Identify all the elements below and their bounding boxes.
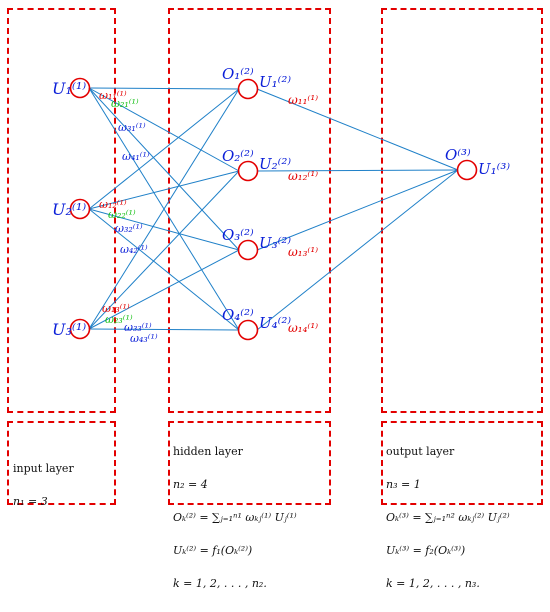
- hidden-node-2: [237, 160, 259, 182]
- output-layer-caption: output layer n₃ = 1 Oₖ⁽³⁾ = ∑ⱼ₌₁ⁿ² ωₖⱼ⁽²…: [386, 424, 510, 611]
- weight-in-hidden-12: ω₄₃⁽¹⁾: [130, 332, 158, 345]
- hidden-node-1: [237, 78, 259, 100]
- weight-in-hidden-1: ω₁₁⁽¹⁾: [99, 89, 127, 102]
- output-layer-title: output layer: [386, 445, 455, 458]
- input-node-label-1: U₁⁽¹⁾: [52, 79, 86, 98]
- input-node-1: [69, 77, 91, 99]
- weight-in-hidden-5: ω₁₂⁽¹⁾: [99, 198, 127, 211]
- edge-in2-h1: [88, 88, 240, 210]
- weight-hidden-out-3: ω₁₃⁽¹⁾: [288, 245, 318, 259]
- output-node: [456, 159, 478, 181]
- weight-in-hidden-3: ω₃₁⁽¹⁾: [118, 121, 146, 134]
- weight-hidden-out-4: ω₁₄⁽¹⁾: [288, 321, 318, 335]
- hidden-node-u-label-3: U₃⁽²⁾: [259, 234, 291, 252]
- weight-hidden-out-1: ω₁₁⁽¹⁾: [288, 93, 318, 107]
- weight-hidden-out-2: ω₁₂⁽¹⁾: [288, 169, 318, 183]
- hidden-layer-formula-activation: Uₖ⁽²⁾ = f₁(Oₖ⁽²⁾): [173, 544, 253, 557]
- edge-in3-h3: [88, 249, 240, 330]
- output-layer-formula-sum: Oₖ⁽³⁾ = ∑ⱼ₌₁ⁿ² ωₖⱼ⁽²⁾ Uⱼ⁽²⁾: [386, 511, 510, 524]
- weight-in-hidden-11: ω₃₃⁽¹⁾: [124, 321, 152, 334]
- edge-h3-out: [256, 169, 459, 251]
- edge-h4-out: [256, 169, 459, 331]
- hidden-layer-caption: hidden layer n₂ = 4 Oₖ⁽²⁾ = ∑ⱼ₌₁ⁿ¹ ωₖⱼ⁽¹…: [173, 424, 297, 611]
- edge-h1-out: [256, 88, 459, 171]
- output-layer-caption-frame: [381, 421, 543, 505]
- hidden-node-u-label-2: U₂⁽²⁾: [259, 155, 291, 173]
- output-node-u-label: U₁⁽³⁾: [478, 160, 510, 178]
- weight-in-hidden-10: ω₂₃⁽¹⁾: [105, 313, 133, 326]
- hidden-node-o-label-2: O₂⁽²⁾: [222, 147, 254, 165]
- hidden-node-o-label-4: O₄⁽²⁾: [222, 306, 254, 324]
- edge-h2-out: [256, 169, 459, 172]
- neural-network-diagram: U₁⁽¹⁾ U₂⁽¹⁾ U₃⁽¹⁾ O₁⁽²⁾ U₁⁽²⁾ O₂⁽²⁾ U₂⁽²⁾ O₃⁽²⁾…: [7, 8, 543, 589]
- hidden-node-4: [237, 319, 259, 341]
- weight-in-hidden-6: ω₂₂⁽¹⁾: [108, 208, 136, 221]
- weight-in-hidden-4: ω₄₁⁽¹⁾: [122, 150, 150, 163]
- edge-in1-h1: [88, 87, 240, 90]
- hidden-layer-formula-sum: Oₖ⁽²⁾ = ∑ⱼ₌₁ⁿ¹ ωₖⱼ⁽¹⁾ Uⱼ⁽¹⁾: [173, 511, 297, 524]
- hidden-node-o-label-1: O₁⁽²⁾: [222, 65, 254, 83]
- hidden-node-o-label-3: O₃⁽²⁾: [222, 226, 254, 244]
- input-node-label-3: U₃⁽¹⁾: [52, 320, 86, 339]
- output-layer-frame: [381, 8, 543, 413]
- output-layer-formula-activation: Uₖ⁽³⁾ = f₂(Oₖ⁽³⁾): [386, 544, 466, 557]
- hidden-layer-title: hidden layer: [173, 445, 243, 458]
- edge-in2-h2: [88, 170, 240, 210]
- hidden-node-3: [237, 239, 259, 261]
- edge-in3-h2: [88, 170, 240, 330]
- output-layer-range: k = 1, 2, . . . , n₃.: [386, 577, 480, 590]
- weight-in-hidden-2: ω₂₁⁽¹⁾: [111, 97, 139, 110]
- edge-in3-h4: [88, 328, 240, 331]
- output-layer-count: n₃ = 1: [386, 478, 421, 491]
- input-node-2: [69, 198, 91, 220]
- weight-in-hidden-8: ω₄₂⁽¹⁾: [120, 243, 148, 256]
- hidden-node-u-label-4: U₄⁽²⁾: [259, 314, 291, 332]
- input-layer-caption: input layer n₁ = 3: [13, 441, 74, 529]
- hidden-node-u-label-1: U₁⁽²⁾: [259, 73, 291, 91]
- edge-in1-h2: [88, 87, 240, 172]
- edge-in2-h4: [88, 208, 240, 331]
- network-graph: U₁⁽¹⁾ U₂⁽¹⁾ U₃⁽¹⁾ O₁⁽²⁾ U₁⁽²⁾ O₂⁽²⁾ U₂⁽²⁾ O₃⁽²⁾…: [52, 65, 510, 345]
- edge-in1-h3: [88, 87, 240, 251]
- weight-in-hidden-7: ω₃₂⁽¹⁾: [115, 222, 143, 235]
- edge-in2-h3: [88, 208, 240, 251]
- input-layer-title: input layer: [13, 462, 74, 475]
- hidden-layer-range: k = 1, 2, . . . , n₂.: [173, 577, 267, 590]
- input-node-3: [69, 318, 91, 340]
- output-node-o-label: O⁽³⁾: [445, 146, 471, 164]
- hidden-layer-caption-frame: [168, 421, 331, 505]
- input-layer-frame: [7, 8, 116, 413]
- input-node-label-2: U₂⁽¹⁾: [52, 200, 86, 219]
- edge-in3-h1: [88, 88, 240, 330]
- hidden-layer-count: n₂ = 4: [173, 478, 208, 491]
- hidden-layer-frame: [168, 8, 331, 413]
- input-layer-caption-frame: [7, 421, 116, 505]
- weight-in-hidden-9: ω₁₃⁽¹⁾: [102, 302, 130, 315]
- input-layer-count: n₁ = 3: [13, 495, 48, 508]
